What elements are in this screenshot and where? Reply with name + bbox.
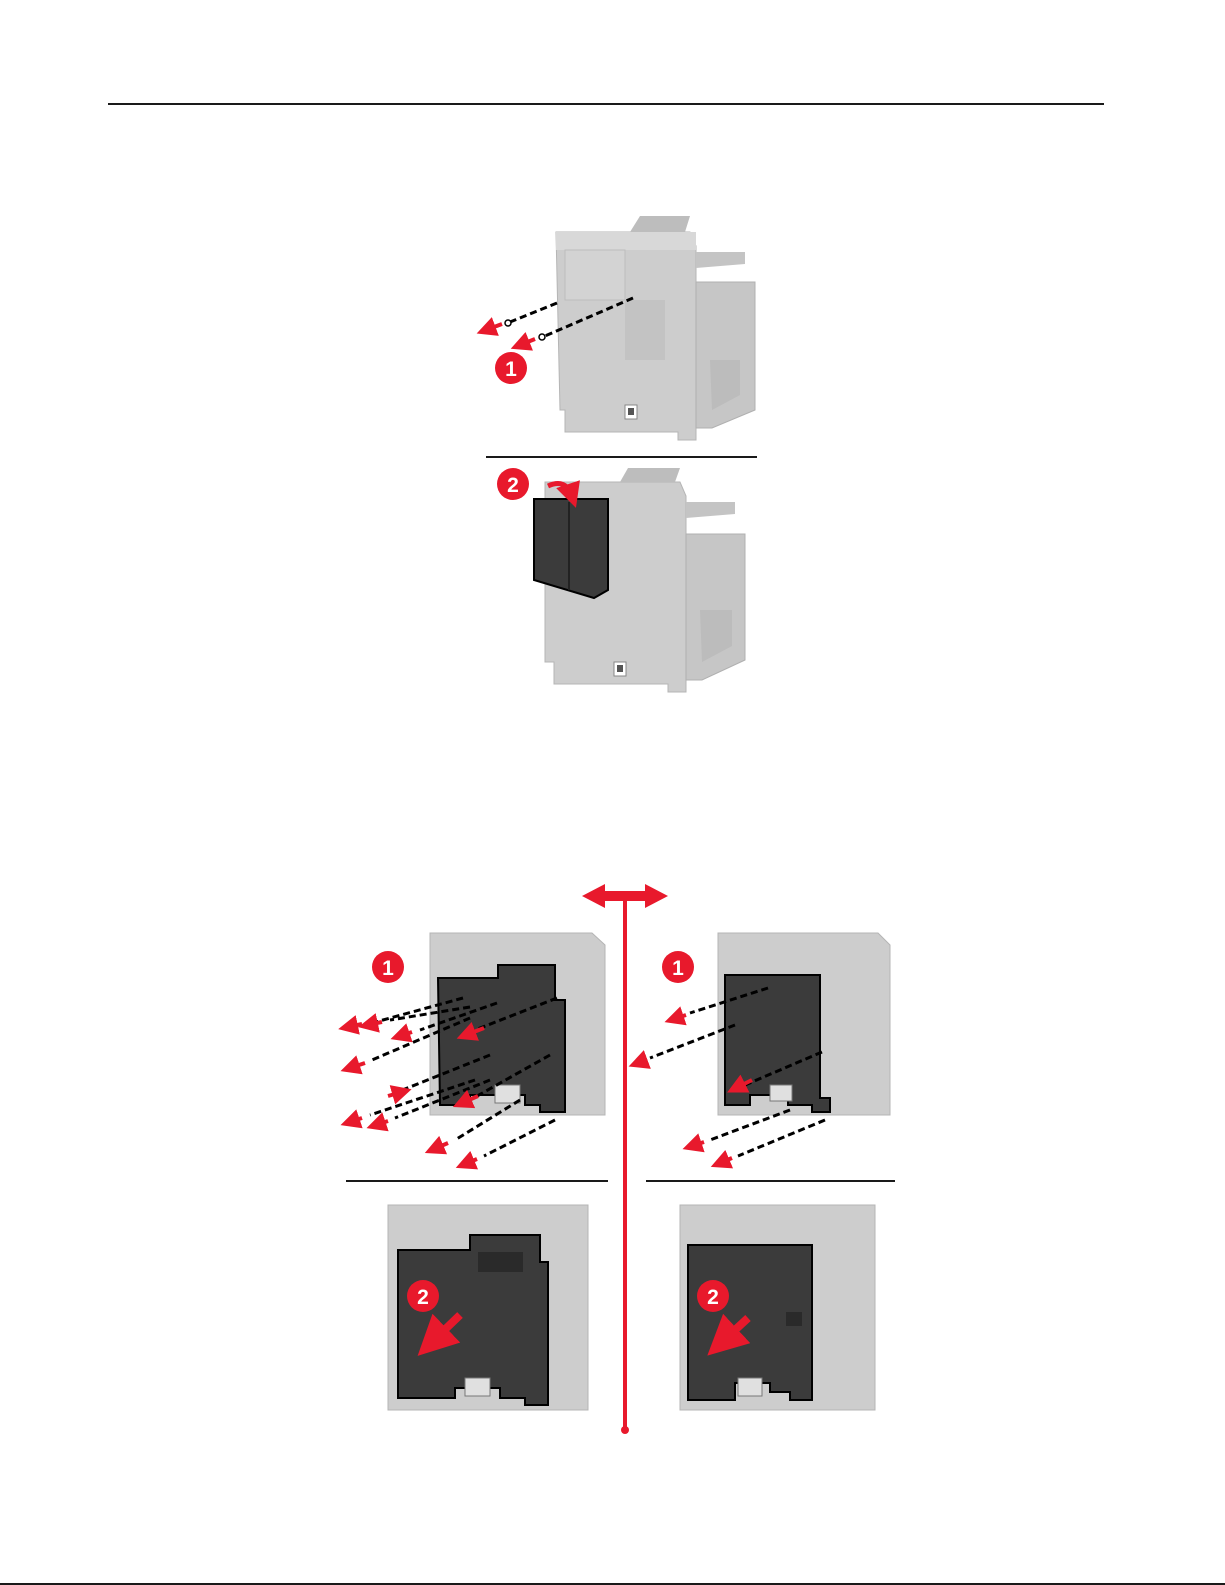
svg-text:2: 2 <box>507 474 519 497</box>
svg-text:1: 1 <box>505 358 517 381</box>
printer-rear-view-1 <box>556 216 755 440</box>
svg-text:2: 2 <box>707 1286 719 1309</box>
remove-arrow-icon <box>486 324 502 330</box>
left-panel-step-2: 2 <box>388 1205 588 1410</box>
svg-text:2: 2 <box>417 1286 429 1309</box>
top-figure-step-2: 2 <box>497 468 745 692</box>
left-panel-step-1: 1 <box>348 933 605 1164</box>
rear-cover <box>534 499 608 598</box>
svg-text:1: 1 <box>672 957 684 980</box>
svg-text:1: 1 <box>382 957 394 980</box>
step-badge-2: 2 <box>497 468 529 500</box>
step-badge-1: 1 <box>495 352 527 384</box>
screw-path <box>510 303 557 322</box>
right-panel-step-1: 1 <box>638 933 890 1163</box>
step-badge-1: 1 <box>372 951 404 983</box>
step-badge-2: 2 <box>697 1280 729 1312</box>
step-badge-2: 2 <box>407 1280 439 1312</box>
screw-icon <box>505 320 511 326</box>
right-panel-step-2: 2 <box>680 1205 875 1410</box>
step-badge-1: 1 <box>662 951 694 983</box>
remove-arrow-icon <box>520 339 535 345</box>
top-figure-step-1: 1 <box>486 216 755 440</box>
screw-icon <box>539 334 545 340</box>
